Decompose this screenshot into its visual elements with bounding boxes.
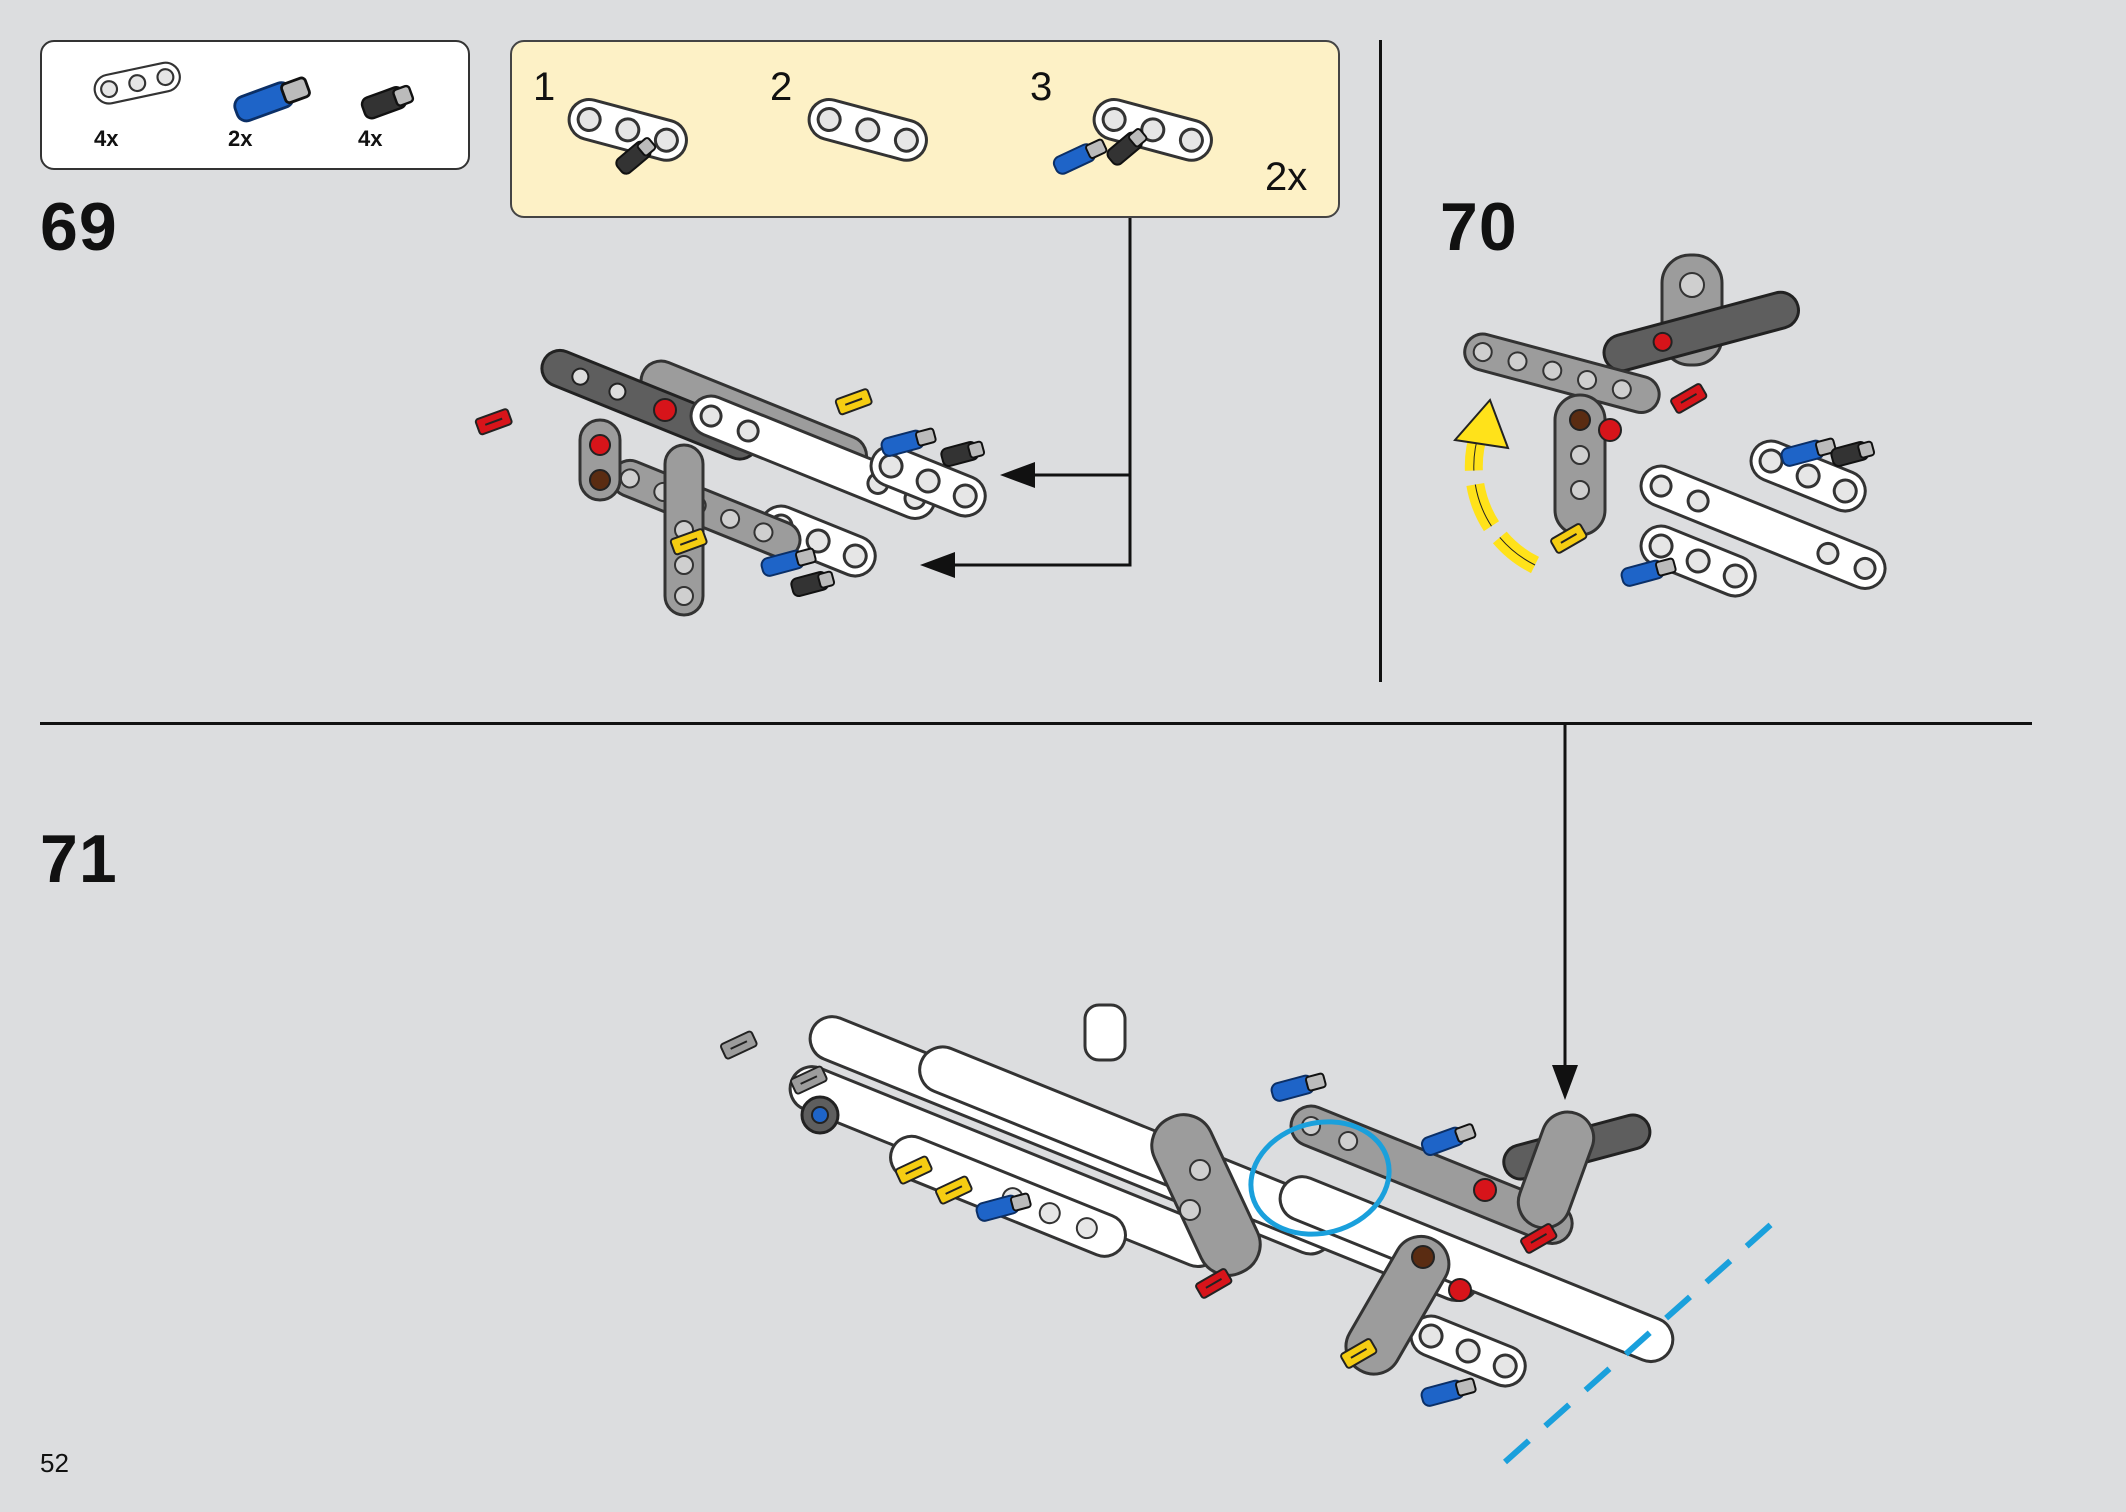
highlight-circle-icon: [1248, 1119, 1392, 1237]
parts-list-blue-pin-icon: [230, 72, 314, 126]
pointer-arrow-icon-step-71: [1552, 725, 1578, 1100]
page-number: 52: [40, 1448, 69, 1478]
sub-step-3-illustration: [1050, 93, 1218, 177]
parts-list-black-pin-icon: [358, 81, 416, 122]
vertical-step-divider: [1379, 40, 1382, 682]
rotation-arrow-icon: [1453, 398, 1540, 574]
step-number-70: 70: [1440, 189, 1518, 265]
sub-step-1-illustration: [563, 93, 693, 178]
sub-assembly-multiplier: 2x: [1265, 155, 1308, 199]
sub-step-number-3: 3: [1030, 65, 1053, 109]
step-71-assembly: [719, 1003, 1675, 1409]
step-70-assembly: [1459, 253, 1893, 604]
horizontal-step-divider: [40, 722, 2032, 725]
step-number-71: 71: [40, 821, 118, 897]
part-quantity-beam: 4x: [94, 126, 119, 151]
step-69-assembly: [474, 348, 993, 617]
part-quantity-blue-pin: 2x: [228, 126, 253, 151]
sub-step-2-illustration: [803, 93, 933, 167]
step-number-69: 69: [40, 189, 118, 265]
alignment-guide-line: [1503, 1209, 1787, 1465]
pointer-arrow-icon: [945, 218, 1132, 567]
part-quantity-black-pin: 4x: [358, 126, 383, 151]
parts-list-beam-icon: [90, 58, 184, 108]
sub-step-number-1: 1: [533, 65, 556, 109]
sub-step-number-2: 2: [770, 65, 793, 109]
